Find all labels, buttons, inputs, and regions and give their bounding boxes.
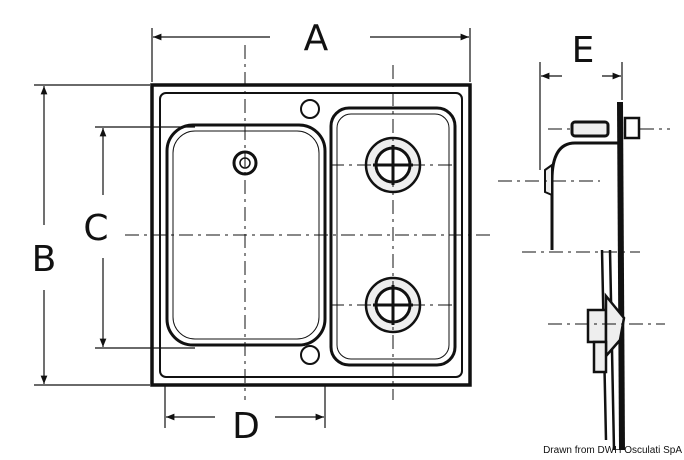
- dimension-b: [34, 84, 150, 386]
- label-b: B: [32, 239, 57, 280]
- dimension-d: [164, 385, 326, 428]
- wall-plate: [617, 101, 625, 451]
- tap-hole: [300, 345, 320, 365]
- dimension-c: [95, 126, 195, 349]
- label-e: E: [572, 30, 595, 71]
- top-view: [125, 45, 495, 400]
- side-view: [498, 101, 670, 451]
- label-d: D: [232, 406, 260, 447]
- label-c: C: [83, 208, 108, 249]
- centre-lines: [125, 45, 495, 400]
- dimension-a: [151, 28, 471, 82]
- dimension-e: [539, 62, 623, 170]
- tap-hole: [300, 99, 320, 119]
- label-a: A: [304, 18, 329, 59]
- credit-text: Drawn from DWH Osculati SpA: [543, 445, 682, 456]
